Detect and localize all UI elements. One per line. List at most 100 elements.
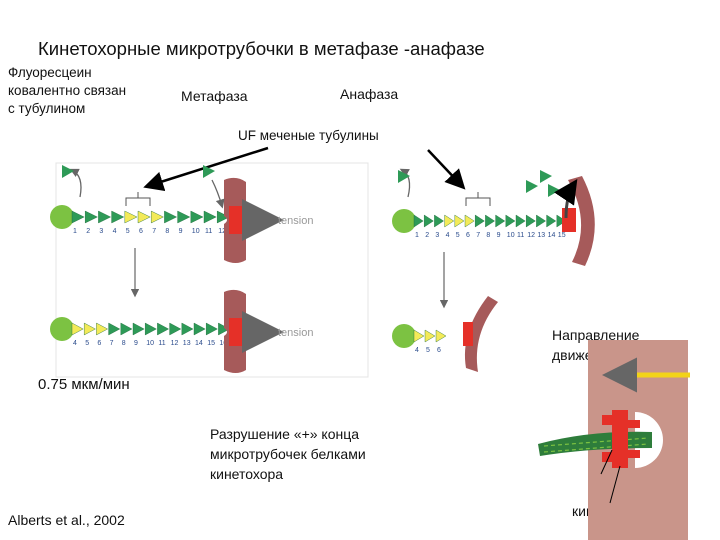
subunit-number: 11 [205,228,212,235]
depolymerized-subunit-3 [548,184,560,197]
subunit-number: 2 [425,232,429,239]
subunit-number: 5 [456,232,460,239]
anaphase-bottom-kinetochore [463,322,473,346]
minus-end-bead [50,205,74,229]
tubulin-subunit [526,214,536,228]
tubulin-subunit [435,329,447,343]
tubulin-subunit [205,322,218,336]
subunit-number: 7 [110,340,114,347]
metaphase-bottom-microtubule: 4 5 6 7 8 9 10 11 12 13 14 15 16 [50,317,231,347]
tubulin-subunit [177,210,191,224]
tubulin-subunit [495,214,506,228]
tubulin-subunit [71,210,85,224]
subunit-number: 8 [486,232,490,239]
minus-end-bead [392,209,416,233]
tubulin-subunit [144,322,157,336]
tubulin-subunit [413,329,425,343]
tubulin-subunit [132,322,145,336]
subunit-number: 10 [146,340,154,347]
subunit-number: 6 [97,340,101,347]
subunit-number: 6 [139,228,143,235]
incoming-subunit-meta [203,165,215,178]
metaphase-top-chromosome [224,177,246,263]
tension-label-top: tension [278,215,313,227]
tubulin-subunit [164,210,178,224]
subunit-number: 8 [122,340,126,347]
tubulin-subunit [190,210,204,224]
anaphase-top-chromosome [568,176,595,266]
subunit-number: 7 [476,232,480,239]
subunit-number: 12 [171,340,179,347]
tubulin-subunit [150,210,164,224]
anaphase-bottom-chromosome [464,296,498,372]
destruction-leader-line [600,449,613,475]
subunit-number: 16 [219,340,227,347]
tubulin-subunit [169,322,182,336]
depolymerization-arrow [554,179,578,219]
metaphase-panel [55,162,369,378]
fluorescein-label: Флуоресцеин ковалентно связан с тубулино… [8,65,127,116]
curved-arrow-minus-end [69,168,82,198]
subunit-number: 2 [86,228,90,235]
tension-label-bottom: tension [278,327,313,339]
tubulin-subunit [137,210,151,224]
subunit-number: 5 [426,347,430,354]
subunit-number: 7 [152,228,156,235]
tubulin-subunit [83,322,96,336]
tubulin-subunit [434,214,444,228]
tubulin-subunit [203,210,217,224]
tubulin-subunit [413,214,424,228]
tubulin-subunit [454,214,465,228]
tubulin-subunit [124,210,138,224]
metaphase-pointer-arrow [143,146,269,192]
subunit-number: 9 [497,232,501,239]
tubulin-subunit [515,214,526,228]
subunit-number: 9 [134,340,138,347]
subunit-number: 1 [415,232,419,239]
tubulin-subunit [108,322,121,336]
subunit-number: 8 [165,228,169,235]
subunit-number: 14 [195,340,203,347]
tubulin-subunit [120,322,133,336]
subunit-number: 13 [183,340,191,347]
subunit-number: 1 [73,228,77,235]
subunit-number: 5 [126,228,130,235]
metaphase-label: Метафаза [181,88,248,104]
subunit-number: 15 [558,232,566,239]
kinetochore-leader-line [609,465,621,504]
slide-title: Кинетохорные микротрубочки в метафазе -а… [38,38,485,59]
tubulin-subunit [546,214,557,228]
released-subunit-meta [62,165,74,178]
subunit-number: 3 [435,232,439,239]
tubulin-subunit [536,214,546,228]
subunit-number: 13 [537,232,545,239]
destruction-label: Разрушение «+» конца микротрубочек белка… [210,426,366,482]
subunit-number: 5 [85,340,89,347]
tubulin-subunit [424,329,436,343]
anaphase-pointer-arrow [427,149,466,190]
subunit-number: 11 [158,340,165,347]
metaphase-bottom-chromosome [224,289,246,373]
tubulin-subunit [71,322,84,336]
subunit-number: 10 [507,232,515,239]
tubulin-subunit [505,214,516,228]
subunit-number: 4 [415,347,419,354]
tubulin-subunit [193,322,206,336]
tubulin-subunit [464,214,475,228]
subunit-number: 15 [207,340,215,347]
subunit-number: 3 [99,228,103,235]
subunit-number: 4 [73,340,77,347]
tubulin-subunit [181,322,194,336]
depolymerized-subunit-2 [540,170,552,183]
subunit-number: 6 [466,232,470,239]
anaphase-top-kinetochore [562,208,576,232]
label-bracket-meta [125,192,151,206]
tubulin-subunit [216,210,230,224]
subunit-number: 9 [179,228,183,235]
label-bracket-ana [465,192,491,206]
tubulin-subunit [424,214,434,228]
tubulin-subunit [444,214,455,228]
